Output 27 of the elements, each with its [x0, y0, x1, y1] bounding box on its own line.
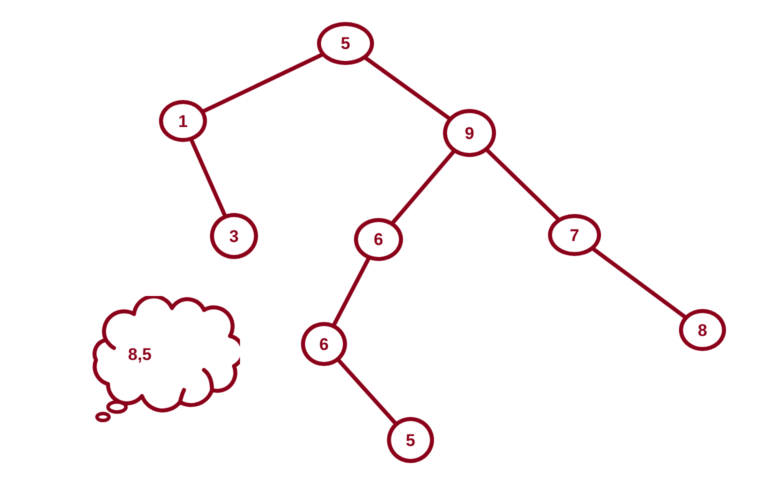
- tree-node: [317, 22, 374, 65]
- tree-node: [548, 214, 601, 256]
- edge-line: [390, 149, 456, 226]
- tree-node: [387, 417, 434, 463]
- node-value: 6: [319, 336, 329, 352]
- edge-line: [363, 56, 452, 121]
- tree-node: [354, 218, 403, 261]
- edge-line: [591, 246, 688, 320]
- edge-line: [336, 358, 398, 426]
- tree-node: [210, 213, 258, 259]
- node-value: 5: [340, 35, 350, 52]
- tree-node: [443, 109, 496, 157]
- node-value: 3: [229, 228, 239, 244]
- tree-node: [159, 100, 207, 142]
- tree-node: [679, 309, 726, 351]
- tree-node: [301, 322, 347, 366]
- node-value: 9: [464, 124, 474, 142]
- node-value: 8: [698, 322, 708, 338]
- node-value: 6: [374, 231, 384, 248]
- cloud-text: 8,5: [128, 346, 152, 363]
- edge-line: [484, 148, 561, 222]
- node-value: 5: [406, 432, 416, 448]
- node-value: 7: [570, 226, 580, 244]
- edge-line: [189, 138, 228, 218]
- edge-line: [332, 256, 371, 328]
- node-value: 1: [178, 112, 188, 130]
- edge-line: [201, 52, 324, 114]
